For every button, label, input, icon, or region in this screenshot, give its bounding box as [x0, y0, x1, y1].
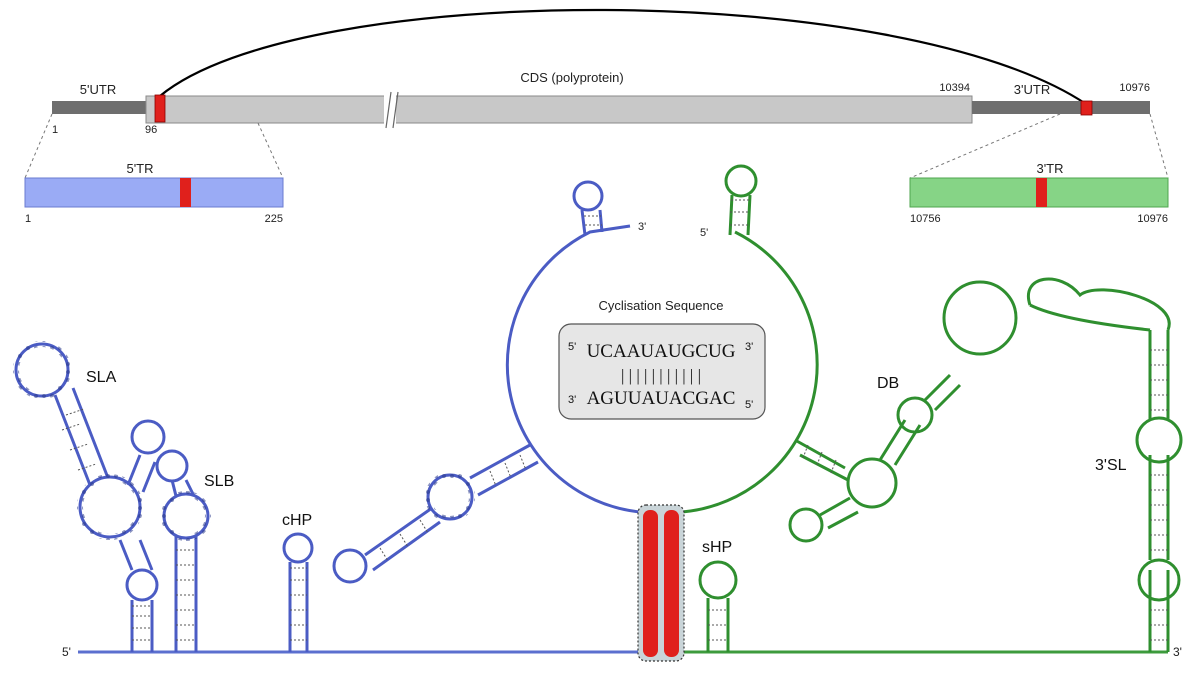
shp-stem-loop: [698, 560, 738, 652]
green-cyclisation-arc: [681, 230, 819, 514]
genome-map: 5'UTR CDS (polyprotein) 3'UTR 1 96 10394…: [24, 8, 1169, 179]
blue-top-hairpin: [572, 180, 604, 236]
end-3-label: 3': [1173, 645, 1182, 659]
bottom-5prime: 5': [745, 399, 753, 411]
cs3-marker: [1080, 100, 1093, 116]
chp-stem-loop: [282, 532, 314, 652]
db-structure: [788, 280, 1018, 543]
sl3-structure: [1026, 277, 1183, 652]
pos-10394: 10394: [939, 82, 970, 94]
label-sla: SLA: [86, 369, 117, 386]
label-green-5prime: 5': [700, 227, 708, 239]
cyclisation-title: Cyclisation Sequence: [598, 298, 723, 313]
label-cds: CDS (polyprotein): [520, 70, 623, 85]
blue-structures: [14, 180, 641, 652]
tr5-start: 1: [25, 213, 31, 225]
tr3-label: 3'TR: [1036, 161, 1063, 176]
cs5-marker: [154, 94, 166, 123]
top-strand: UCAAUAUGCUG: [587, 341, 736, 362]
tr3-cs-marker: [1036, 178, 1047, 207]
slb-stem-loop: [155, 449, 210, 652]
cds-bar: [145, 95, 973, 124]
label-chp: cHP: [282, 512, 312, 529]
end-5-label: 5': [62, 645, 71, 659]
label-slb: SLB: [204, 473, 234, 490]
pair-marks: | | | | | | | | | | |: [621, 366, 701, 385]
green-top-hairpin: [724, 164, 758, 236]
label-shp: sHP: [702, 539, 732, 556]
top-5prime: 5': [568, 341, 576, 353]
cs-green-strand: [664, 510, 679, 657]
tr5-bar: [24, 177, 284, 208]
bottom-strand: AGUUAUACGAC: [587, 388, 736, 409]
zoom-line-5b: [257, 122, 284, 179]
cyclisation-arc: [159, 8, 1087, 105]
top-3prime: 3': [745, 341, 753, 353]
tr5-end: 225: [265, 213, 283, 225]
baseline: 5' 3': [62, 645, 1182, 659]
zoom-line-5a: [24, 113, 53, 179]
tr5-label: 5'TR: [126, 161, 153, 176]
tr3-end: 10976: [1137, 213, 1168, 225]
label-db: DB: [877, 375, 899, 392]
zoom-line-3b: [1149, 113, 1169, 179]
blue-bead-overlay: [13, 341, 475, 541]
label-3utr: 3'UTR: [1014, 82, 1050, 97]
tr5-cs-marker: [180, 178, 191, 207]
pos-1: 1: [52, 124, 58, 136]
cyclisation-box: Cyclisation Sequence 5' UCAAUAUGCUG 3' |…: [558, 298, 766, 420]
tr3-panel: 3'TR 10756 10976: [909, 161, 1169, 225]
green-stem-rungs: [708, 199, 1168, 641]
pos-10976: 10976: [1119, 82, 1150, 94]
tr5-panel: 5'TR 1 225: [24, 161, 284, 225]
label-3sl: 3'SL: [1095, 457, 1127, 474]
tr3-start: 10756: [910, 213, 941, 225]
utr3-bar: [972, 101, 1150, 114]
blue-cyclisation-arc: [505, 224, 641, 514]
cds-break: [384, 91, 399, 129]
green-bead-path: [1029, 303, 1151, 332]
bottom-3prime: 3': [568, 394, 576, 406]
cyclisation-panel: [558, 323, 766, 420]
blue-stem-rungs: [61, 215, 602, 641]
pos-96: 96: [145, 124, 157, 136]
cs-helix: [637, 504, 685, 662]
label-5utr: 5'UTR: [80, 82, 116, 97]
utr5-bar: [52, 101, 147, 114]
cs-blue-strand: [643, 510, 658, 657]
label-blue-3prime: 3': [638, 221, 646, 233]
green-structures: [681, 164, 1183, 652]
